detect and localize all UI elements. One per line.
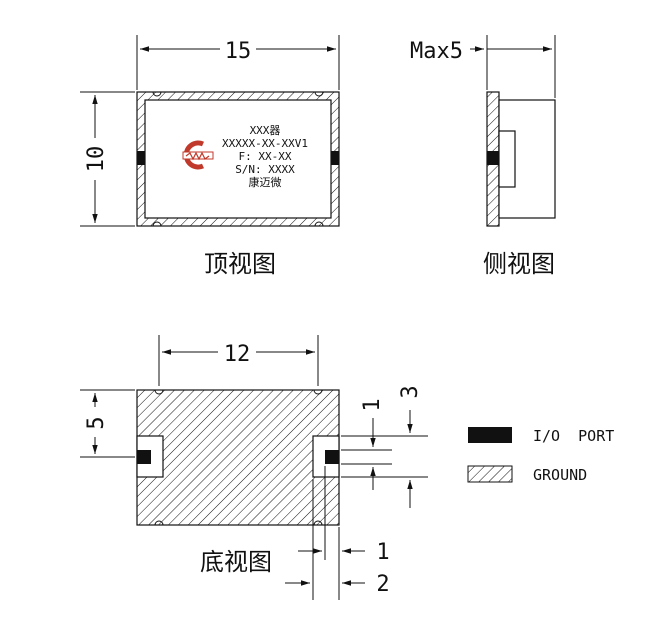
top-view-width-dim: 15 bbox=[225, 39, 252, 64]
side-view-port bbox=[487, 151, 499, 165]
bottom-view-notch bbox=[313, 520, 323, 526]
bottom-view-edge-dim-1: 1 bbox=[376, 540, 389, 565]
side-view-connector bbox=[498, 130, 516, 188]
bottom-view-notch bbox=[154, 520, 164, 526]
top-view-port-right bbox=[331, 151, 339, 165]
top-view-label-area bbox=[144, 99, 332, 219]
side-view-thickness-dim: Max5 bbox=[410, 39, 463, 64]
top-view-height-dim: 10 bbox=[84, 146, 109, 173]
legend-label-ground: GROUND bbox=[533, 466, 587, 484]
top-view-caption: 顶视图 bbox=[204, 250, 276, 278]
bottom-view-pad-spacing-dim: 12 bbox=[224, 342, 251, 367]
bottom-view: 12 5 1 3 1 2 底视图 bbox=[80, 335, 428, 600]
company-logo bbox=[182, 140, 214, 170]
bottom-view-pad-offset-dim: 5 bbox=[84, 416, 109, 429]
bottom-view-port-width-dim: 1 bbox=[360, 398, 385, 411]
side-view: Max5 侧视图 bbox=[410, 35, 556, 278]
bottom-view-window-dim: 3 bbox=[398, 385, 423, 398]
top-view: XXX器 XXXXX-XX-XXV1 F: XX-XX S/N: XXXX 康迈… bbox=[80, 35, 340, 278]
bottom-view-edge-dim-2: 2 bbox=[376, 572, 389, 597]
legend-swatch-io-port bbox=[468, 427, 512, 443]
bottom-view-port-right bbox=[325, 450, 339, 464]
top-label-line-2: XXXXX-XX-XXV1 bbox=[222, 137, 308, 150]
top-label-line-3: F: XX-XX bbox=[239, 150, 292, 163]
bottom-view-notch bbox=[154, 389, 164, 395]
bottom-view-caption: 底视图 bbox=[200, 548, 272, 576]
top-label-line-4: S/N: XXXX bbox=[235, 163, 295, 176]
legend-label-io-port: I/O PORT bbox=[533, 427, 614, 445]
bottom-view-ground bbox=[136, 389, 340, 526]
side-view-caption: 侧视图 bbox=[483, 250, 555, 278]
top-view-notch bbox=[152, 221, 162, 227]
top-view-notch bbox=[152, 91, 162, 97]
top-view-notch bbox=[314, 221, 324, 227]
legend-swatch-ground bbox=[467, 465, 513, 483]
bottom-view-notch bbox=[313, 389, 323, 395]
top-label-line-5: 康迈微 bbox=[249, 175, 282, 189]
top-label-line-1: XXX器 bbox=[250, 124, 281, 137]
bottom-view-port-left bbox=[137, 450, 151, 464]
legend: I/O PORT GROUND bbox=[467, 427, 614, 484]
top-view-port-left bbox=[137, 151, 145, 165]
top-view-notch bbox=[314, 91, 324, 97]
